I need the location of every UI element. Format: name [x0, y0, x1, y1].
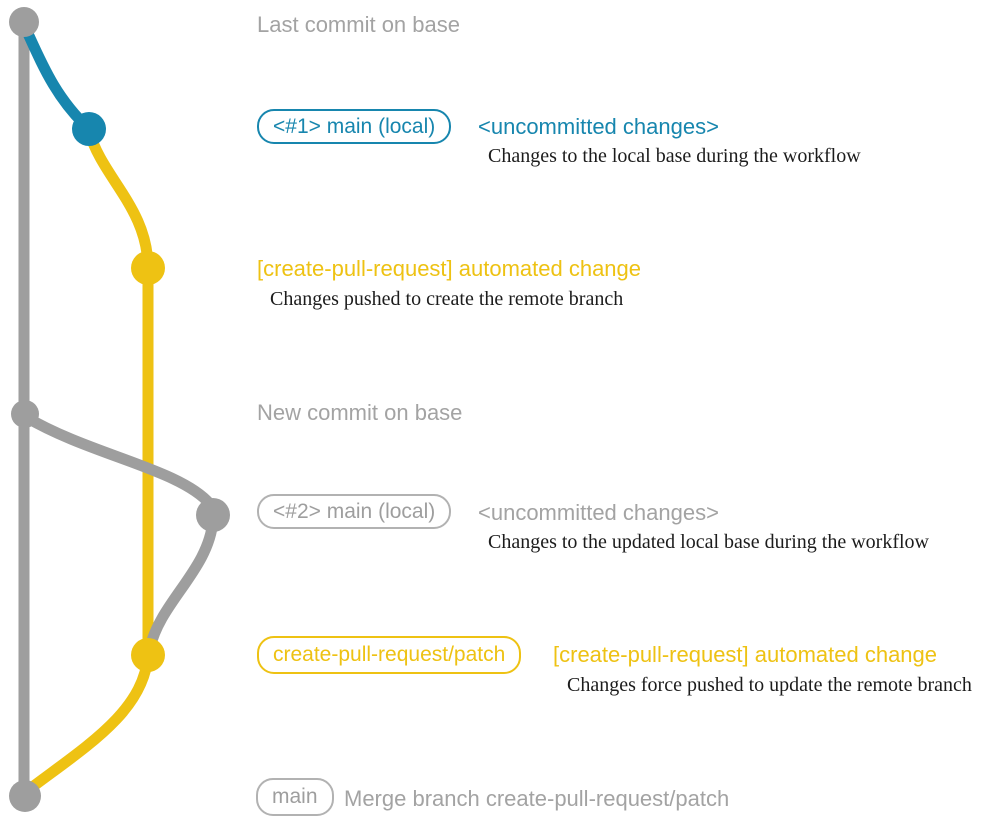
- automated-change-1-description: Changes pushed to create the remote bran…: [270, 288, 624, 310]
- merge-message-label: Merge branch create-pull-request/patch: [344, 786, 730, 811]
- commit-node-merge: [9, 780, 41, 812]
- uncommitted-changes-2-description: Changes to the updated local base during…: [488, 531, 929, 553]
- uncommitted-changes-2-label: <uncommitted changes>: [478, 500, 719, 525]
- branch-tag-local-main-1: <#1> main (local): [257, 109, 452, 144]
- automated-change-2-label: [create-pull-request] automated change: [553, 642, 938, 667]
- automated-change-1-label: [create-pull-request] automated change: [257, 256, 642, 281]
- local-main-branch-line: [19, 21, 95, 135]
- uncommitted-changes-1-description: Changes to the local base during the wor…: [488, 145, 861, 167]
- uncommitted-changes-1-label: <uncommitted changes>: [478, 114, 719, 139]
- last-commit-label: Last commit on base: [257, 12, 460, 37]
- commit-node-base-2: [11, 400, 39, 428]
- branch-tag-patch: create-pull-request/patch: [257, 636, 522, 674]
- commit-node-local-main-1: [72, 112, 106, 146]
- commit-node-base-1: [9, 7, 39, 37]
- force-push-branch-line: [144, 514, 219, 654]
- commit-node-patch-2: [131, 638, 165, 672]
- automated-change-2-description: Changes force pushed to update the remot…: [567, 674, 972, 696]
- branch-tag-local-main-2: <#2> main (local): [257, 494, 452, 529]
- commit-node-patch-1: [131, 251, 165, 285]
- base-update-branch-line: [20, 411, 216, 510]
- commit-node-local-main-2: [196, 498, 230, 532]
- new-commit-label: New commit on base: [257, 400, 463, 425]
- branch-tag-main: main: [256, 778, 334, 816]
